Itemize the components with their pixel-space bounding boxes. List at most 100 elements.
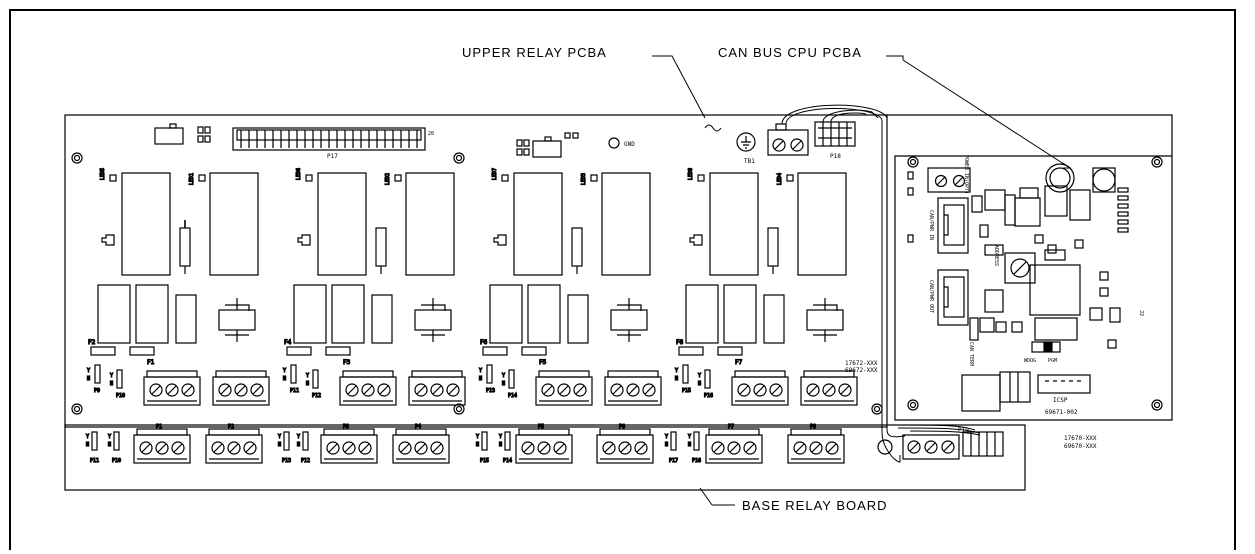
base-terminal [787,428,845,464]
jumper-n: N [479,376,482,382]
transistor [297,234,311,246]
upper-terminal [800,370,858,406]
wdog-label: WDOG [1024,358,1036,364]
upper-part-number-2: 69672-XXX [845,367,878,374]
base-jumper [504,431,511,451]
fuse-label: F5 [539,359,547,366]
led-label: LED4 [777,173,783,185]
mounting-holes [71,152,1163,455]
capacitor [685,284,719,344]
jumper-y: Y [283,368,286,374]
jumper-y: Y [306,373,309,379]
jumper [508,369,515,389]
relay [317,172,367,276]
icsp-label: ICSP [1053,397,1068,404]
base-jumper-label: P10 [112,458,121,464]
jumper-y: Y [86,434,89,440]
jumper-n: N [297,442,300,448]
jumper-y: Y [278,434,281,440]
upper-terminal [143,370,201,406]
jumper-label: P16 [704,393,713,399]
jumper-label: P9 [94,388,100,394]
jumper-n: N [306,381,309,387]
fuse-label: F2 [88,339,96,346]
base-terminal [392,428,450,464]
address-label: ADDRESS [993,245,999,266]
jumper-y: Y [675,368,678,374]
callout-upper-relay: UPPER RELAY PCBA [462,45,607,60]
smd-parts [154,123,620,158]
pgm-label: PGM [1048,358,1057,364]
fuse-label: F8 [676,339,684,346]
base-jumper-label: P15 [480,458,489,464]
jumper-n: N [87,376,90,382]
p19-label: P19 [958,427,969,434]
capacitor [723,284,757,344]
gnd-label: GND [624,141,635,148]
jumper [704,369,711,389]
base-jumper [91,431,98,451]
fuse-label: F3 [343,359,351,366]
base-jumper-label: P16 [692,458,701,464]
upper-terminal [731,370,789,406]
led-label: LED3 [581,173,587,185]
base-jumper [670,431,677,451]
tb1-label: TB1 [744,158,755,165]
jumper-y: Y [110,373,113,379]
base-terminal-label: P3 [343,424,349,430]
can-bus-cpu-board [887,114,1173,421]
diode [767,227,779,267]
diode [571,227,583,267]
base-jumper [302,431,309,451]
led-label: LED2 [385,173,391,185]
can-term-label: CAN TERM [968,342,974,366]
relay [797,172,847,276]
jumper-n: N [110,381,113,387]
upper-terminal [535,370,593,406]
p19-connector [902,431,1004,460]
diode [375,227,387,267]
fuse-label: F6 [480,339,488,346]
capacitor [414,309,452,331]
relay [121,172,171,276]
base-terminal-label: P5 [538,424,544,430]
jumper-label: P14 [508,393,517,399]
drawing-frame [9,9,1236,550]
jumper-y: Y [297,434,300,440]
jumper [94,364,101,384]
p17-header [232,127,426,151]
jumper [312,369,319,389]
base-terminal [205,428,263,464]
jumper-n: N [502,381,505,387]
p18-label: P18 [830,153,841,160]
base-terminal [705,428,763,464]
p17-label: P17 [327,153,338,160]
jumper-y: Y [479,368,482,374]
jumper [486,364,493,384]
jumper-n: N [108,442,111,448]
base-terminal-label: P4 [415,424,421,430]
jumper-n: N [86,442,89,448]
capacitor [567,294,589,344]
jumper-y: Y [87,368,90,374]
diode [179,227,191,267]
jumper-y: Y [108,434,111,440]
capacitor [331,284,365,344]
capacitor [527,284,561,344]
capacitor [806,309,844,331]
transistor [689,234,703,246]
jumper-n: N [476,442,479,448]
fuse [717,346,743,356]
base-jumper-label: P17 [669,458,678,464]
fuse [521,346,547,356]
fuse [129,346,155,356]
upper-terminal [339,370,397,406]
jumper-y: Y [665,434,668,440]
base-terminal-label: P7 [728,424,734,430]
base-jumper-label: P13 [282,458,291,464]
base-terminal [133,428,191,464]
